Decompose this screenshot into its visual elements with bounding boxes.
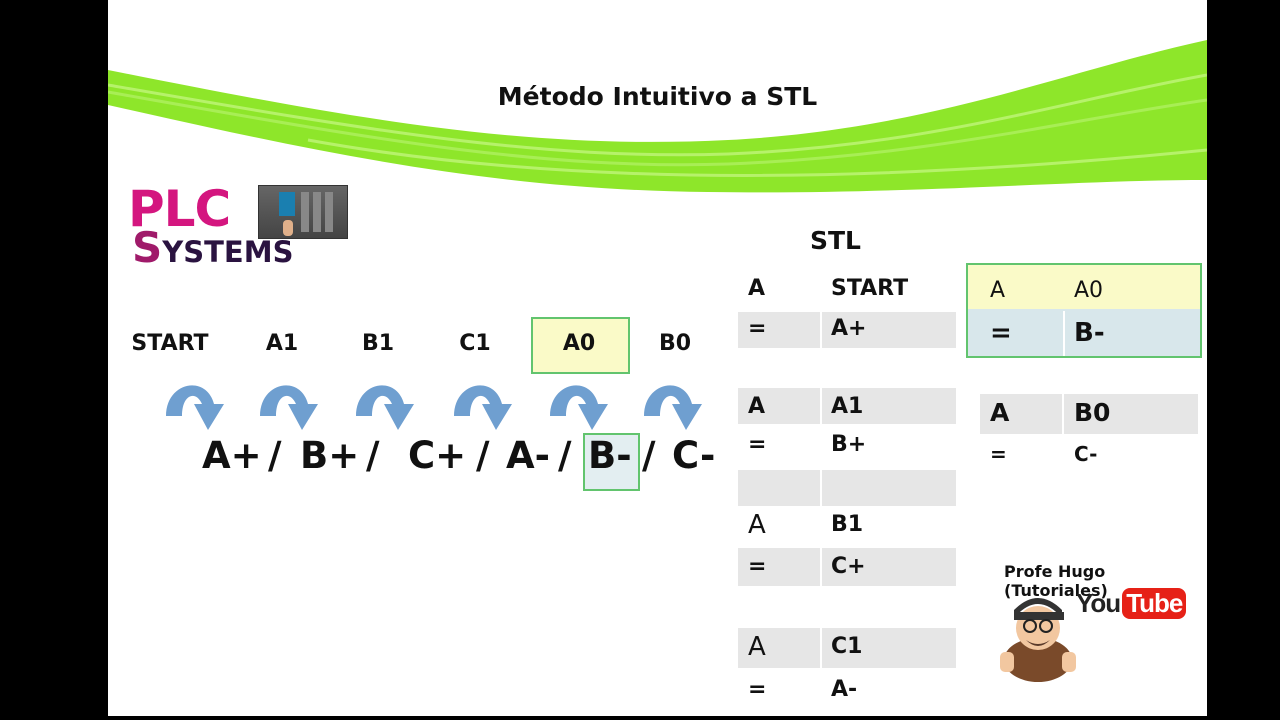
curved-arrow-icon	[644, 385, 702, 430]
step-separator: /	[366, 434, 380, 477]
stl-op: A	[748, 632, 766, 662]
stl-op: =	[990, 442, 1007, 466]
step-separator: /	[476, 434, 490, 477]
logo-systems-initial: S	[132, 223, 163, 272]
stl-arg: A0	[1074, 278, 1104, 303]
stl-highlight-row-b-minus	[966, 309, 1202, 358]
sensor-label-a1: A1	[265, 331, 299, 356]
curved-arrow-icon	[356, 385, 414, 430]
step-c-plus: C+	[408, 434, 467, 477]
stl-op: =	[990, 318, 1012, 348]
stl-op: A	[748, 510, 766, 540]
stl-row-bg	[738, 312, 820, 348]
stl-arg: B1	[831, 512, 864, 537]
step-b-minus: B-	[588, 434, 632, 477]
curved-arrow-icon	[166, 385, 224, 430]
sensor-label-start: START	[131, 331, 209, 356]
stl-arg: C+	[831, 554, 866, 579]
youtube-you-text: You	[1076, 588, 1121, 618]
stl-op: =	[748, 677, 767, 702]
sensor-label-b1: B1	[361, 331, 395, 356]
step-c-minus: C-	[672, 434, 716, 477]
stl-row-bg	[822, 470, 956, 506]
slide: Método Intuitivo a STL PLC SYSTEMS START…	[108, 0, 1207, 716]
stl-arg: B0	[1074, 398, 1111, 427]
plc-hardware-icon	[258, 185, 348, 239]
stl-row-bg	[738, 628, 820, 668]
stl-row-bg	[738, 548, 820, 586]
stl-row-bg	[738, 388, 820, 424]
logo-systems-rest: YSTEMS	[162, 235, 294, 269]
stl-row-bg	[822, 628, 956, 668]
sensor-label-a0: A0	[562, 331, 596, 356]
stl-row-bg	[980, 394, 1062, 434]
stl-op: =	[748, 554, 767, 579]
step-b-plus: B+	[300, 434, 360, 477]
channel-name: Profe Hugo (Tutoriales)	[1004, 562, 1108, 600]
stl-row-bg	[822, 388, 956, 424]
cell-divider	[1063, 311, 1065, 356]
curved-arrow-icon	[550, 385, 608, 430]
step-separator: /	[558, 434, 572, 477]
curved-arrow-icon	[260, 385, 318, 430]
stl-op: A	[990, 398, 1010, 427]
stl-op: A	[748, 276, 766, 301]
stl-row-bg	[822, 312, 956, 348]
stl-row-bg	[822, 548, 956, 586]
stl-heading: STL	[810, 226, 861, 255]
stl-arg: B+	[831, 432, 867, 457]
avatar-cartoon-icon	[1000, 598, 1076, 682]
green-wave-decoration	[108, 40, 1207, 193]
sensor-label-b0: B0	[658, 331, 692, 356]
stl-arg: A+	[831, 316, 867, 341]
step-separator: /	[642, 434, 656, 477]
stl-arg: A1	[831, 394, 864, 419]
stl-arg: START	[831, 276, 909, 301]
stl-row-bg	[738, 470, 820, 506]
stl-op: A	[990, 278, 1006, 303]
a0-highlight-box	[531, 317, 630, 374]
step-separator: /	[268, 434, 282, 477]
b-minus-highlight-box	[583, 433, 640, 491]
logo-plc-text: PLC	[128, 180, 231, 238]
stl-row-bg	[1064, 394, 1198, 434]
stl-op: A	[748, 394, 766, 419]
page-title: Método Intuitivo a STL	[497, 82, 818, 111]
logo-systems-text: SYSTEMS	[132, 227, 294, 277]
stl-op: =	[748, 432, 767, 457]
stl-arg: C-	[1074, 442, 1098, 466]
stl-arg: C1	[831, 634, 863, 659]
stl-arg: B-	[1074, 318, 1105, 348]
curved-arrow-icon	[454, 385, 512, 430]
stl-op: =	[748, 316, 767, 341]
step-a-minus: A-	[506, 434, 550, 477]
youtube-tube-text: Tube	[1122, 588, 1187, 619]
sensor-label-c1: C1	[459, 331, 491, 356]
step-a-plus: A+	[202, 434, 262, 477]
stl-arg: A-	[831, 677, 858, 702]
